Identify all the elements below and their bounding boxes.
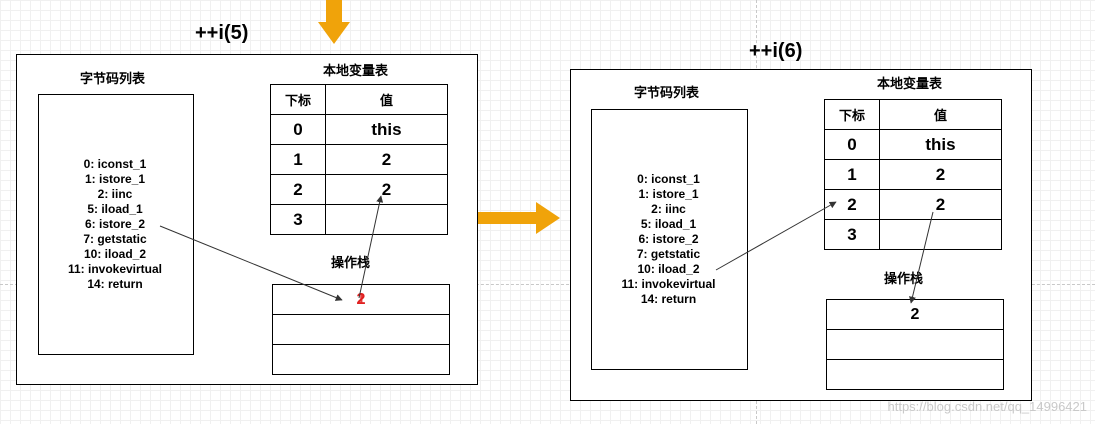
right-bytecode-box bbox=[591, 109, 748, 370]
bytecode-line: 1: istore_1 bbox=[84, 172, 146, 186]
bytecode-line: 10: iload_2 bbox=[83, 247, 147, 261]
index-header: 下标 bbox=[270, 84, 326, 115]
local-value bbox=[879, 219, 1002, 250]
right-locals-label: 本地变量表 bbox=[877, 76, 943, 91]
bytecode-line: 0: iconst_1 bbox=[637, 172, 700, 186]
bytecode-line: 5: iload_1 bbox=[87, 202, 143, 216]
guide-line-horizontal bbox=[0, 284, 1095, 285]
bytecode-line: 11: invokevirtual bbox=[67, 262, 163, 276]
bytecode-line: 7: getstatic bbox=[83, 232, 147, 246]
stack-slot bbox=[827, 330, 1003, 360]
bytecode-line: 5: iload_1 bbox=[640, 217, 697, 231]
value-header: 值 bbox=[879, 99, 1002, 130]
bytecode-line: 6: istore_2 bbox=[84, 217, 146, 231]
locals-row: 3 bbox=[270, 204, 448, 235]
bytecode-line: 14: return bbox=[87, 277, 143, 291]
right-arrow-icon bbox=[476, 202, 560, 234]
local-index: 1 bbox=[270, 144, 326, 175]
stack-value: 2 bbox=[356, 291, 366, 308]
local-index: 3 bbox=[824, 219, 880, 250]
locals-row: 3 bbox=[824, 219, 1002, 250]
left-stack-label: 操作栈 bbox=[331, 255, 371, 270]
down-arrow-icon bbox=[318, 0, 350, 44]
bytecode-line: 0: iconst_1 bbox=[83, 157, 147, 171]
left-bytecode-box bbox=[38, 94, 194, 355]
bytecode-line: 11: invokevirtual bbox=[621, 277, 716, 291]
store-arrow-left bbox=[358, 195, 384, 299]
load-arrow-right bbox=[715, 201, 837, 271]
local-value bbox=[325, 204, 448, 235]
stack-slot bbox=[273, 315, 449, 345]
bytecode-line: 7: getstatic bbox=[636, 247, 701, 261]
bytecode-line: 10: iload_2 bbox=[637, 262, 700, 276]
local-value: 2 bbox=[325, 174, 448, 205]
right-title: ++i(6) bbox=[749, 40, 803, 62]
locals-header-row: 下标 值 bbox=[824, 99, 1002, 130]
right-bytecode-label: 字节码列表 bbox=[634, 85, 700, 100]
bytecode-line: 2: iinc bbox=[651, 202, 686, 216]
bytecode-line: 6: istore_2 bbox=[638, 232, 699, 246]
bytecode-line: 2: iinc bbox=[97, 187, 133, 201]
bytecode-line: 1: istore_1 bbox=[638, 187, 699, 201]
left-locals-label: 本地变量表 bbox=[323, 63, 389, 78]
push-arrow-left bbox=[159, 225, 343, 301]
stack-struck-value: 1 bbox=[356, 291, 366, 308]
local-value: 2 bbox=[879, 189, 1002, 220]
local-index: 3 bbox=[270, 204, 326, 235]
right-stack-label: 操作栈 bbox=[884, 271, 924, 286]
left-bytecode-label: 字节码列表 bbox=[80, 71, 146, 86]
bytecode-line: 14: return bbox=[640, 292, 697, 306]
push-arrow-right bbox=[909, 211, 934, 304]
stack-slot: 2 bbox=[827, 300, 1003, 330]
watermark: https://blog.csdn.net/qq_14996421 bbox=[887, 399, 1088, 414]
left-title: ++i(5) bbox=[195, 22, 249, 44]
stack-value: 2 bbox=[910, 306, 920, 323]
